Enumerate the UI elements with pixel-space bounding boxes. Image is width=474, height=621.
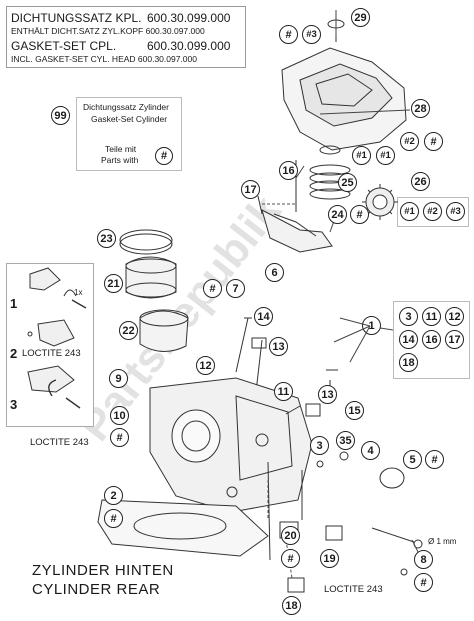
callout-21[interactable]: 21	[104, 274, 123, 293]
kit-line1-label: DICHTUNGSSATZ KPL.	[11, 11, 142, 25]
step-1-drawing	[29, 267, 87, 309]
callout-9[interactable]: 9	[109, 369, 128, 388]
step-1-label: 1	[10, 296, 18, 311]
o-ring	[379, 467, 405, 489]
callout-1[interactable]: 1	[362, 316, 381, 335]
callout-hash-top-a[interactable]: #	[279, 25, 298, 44]
group-callout-14[interactable]: 14	[399, 330, 418, 349]
cyl-kit-line4: Parts with	[101, 155, 139, 165]
callout-hash-7[interactable]: #	[203, 279, 222, 298]
callout-4[interactable]: 4	[361, 441, 380, 460]
callout-20[interactable]: 20	[281, 526, 300, 545]
callout-hash-24[interactable]: #	[350, 205, 369, 224]
cyl-kit-line1: Dichtungssatz Zylinder	[83, 102, 169, 112]
kit-line1-code: 600.30.099.000	[147, 11, 231, 25]
dimension-label: Ø 1 mm	[428, 537, 457, 546]
callout-3[interactable]: 3	[310, 436, 329, 455]
callout-23[interactable]: 23	[97, 229, 116, 248]
sprocket	[362, 184, 398, 220]
gasket-kit-box: DICHTUNGSSATZ KPL. 600.30.099.000 ENTHÄL…	[6, 6, 246, 68]
callout-hash1-b[interactable]: #1	[352, 146, 371, 165]
hose-clamp	[119, 229, 173, 251]
loctite-bottom: LOCTITE 243	[324, 584, 383, 595]
group-callout-18[interactable]: 18	[399, 353, 418, 372]
callout-10[interactable]: 10	[110, 406, 129, 425]
callout-15[interactable]: 15	[345, 401, 364, 420]
callout-29[interactable]: 29	[351, 8, 370, 27]
callout-99[interactable]: 99	[51, 106, 70, 125]
callout-19[interactable]: 19	[320, 549, 339, 568]
group-callout-12[interactable]: 12	[445, 307, 464, 326]
cylinder-gasket-box: Dichtungssatz Zylinder Gasket-Set Cylind…	[76, 97, 182, 171]
callout-7[interactable]: 7	[226, 279, 245, 298]
rocker-arms	[261, 209, 333, 253]
step-3-drawing	[27, 365, 81, 409]
callout-16[interactable]: 16	[279, 161, 298, 180]
callout-hash-8[interactable]: #	[414, 573, 433, 592]
callout-28[interactable]: 28	[411, 99, 430, 118]
kit-line2: ENTHÄLT DICHT.SATZ ZYL.KOPF 600.30.097.0…	[11, 26, 205, 36]
mini-callout-h1[interactable]: #1	[400, 202, 419, 221]
turn-label: 1x	[74, 288, 83, 297]
head-gasket	[97, 499, 269, 557]
callout-hash-10[interactable]: #	[110, 428, 129, 447]
callout-hash-20[interactable]: #	[281, 549, 300, 568]
callout-18[interactable]: 18	[282, 596, 301, 615]
callout-12[interactable]: 12	[196, 356, 215, 375]
cyl-kit-line2: Gasket-Set Cylinder	[91, 114, 168, 124]
intake-flange	[139, 310, 189, 352]
callout-14[interactable]: 14	[254, 307, 273, 326]
callout-11[interactable]: 11	[274, 382, 293, 401]
loctite-left: LOCTITE 243	[30, 437, 89, 448]
group-callout-16[interactable]: 16	[422, 330, 441, 349]
callout-26[interactable]: 26	[411, 172, 430, 191]
cyl-kit-line3: Teile mit	[105, 144, 137, 154]
callout-hash-kit[interactable]: #	[155, 147, 173, 165]
callout-8[interactable]: 8	[414, 550, 433, 569]
callout-24[interactable]: 24	[328, 205, 347, 224]
group-box: 3 11 12 14 16 17 18	[393, 301, 470, 379]
group-callout-3[interactable]: 3	[399, 307, 418, 326]
intake-boot	[125, 256, 177, 299]
callout-13[interactable]: 13	[269, 337, 288, 356]
callout-17[interactable]: 17	[241, 180, 260, 199]
kit-line3-code: 600.30.099.000	[147, 39, 231, 53]
callout-2[interactable]: 2	[104, 486, 123, 505]
callout-hash1-mid[interactable]: #1	[376, 146, 395, 165]
callout-22[interactable]: 22	[119, 321, 138, 340]
callout-25[interactable]: 25	[338, 173, 357, 192]
kit-line3-label: GASKET-SET CPL.	[11, 39, 117, 53]
callout-hash2-mid[interactable]: #2	[400, 132, 419, 151]
title-german: ZYLINDER HINTEN	[32, 562, 174, 579]
mini-callout-h3[interactable]: #3	[446, 202, 465, 221]
callout-hash3-top[interactable]: #3	[302, 25, 321, 44]
step-3-label: 3	[10, 397, 18, 412]
callout-35[interactable]: 35	[336, 431, 355, 450]
group-callout-17[interactable]: 17	[445, 330, 464, 349]
kit-line4: INCL. GASKET-SET CYL. HEAD 600.30.097.00…	[11, 54, 197, 64]
callout-5[interactable]: 5	[403, 450, 422, 469]
callout-hash-5[interactable]: #	[425, 450, 444, 469]
callout-hash-mid[interactable]: #	[424, 132, 443, 151]
callout-13b[interactable]: 13	[318, 385, 337, 404]
callout-6[interactable]: 6	[265, 263, 284, 282]
step-2-drawing	[27, 319, 75, 347]
step-panel	[6, 263, 94, 427]
mini-box: #1 #2 #3	[397, 197, 469, 227]
step-2-label: 2	[10, 346, 18, 361]
title-english: CYLINDER REAR	[32, 581, 161, 598]
callout-hash-2[interactable]: #	[104, 509, 123, 528]
mini-callout-h2[interactable]: #2	[423, 202, 442, 221]
group-callout-11[interactable]: 11	[422, 307, 441, 326]
loctite-step2: LOCTITE 243	[22, 348, 81, 359]
